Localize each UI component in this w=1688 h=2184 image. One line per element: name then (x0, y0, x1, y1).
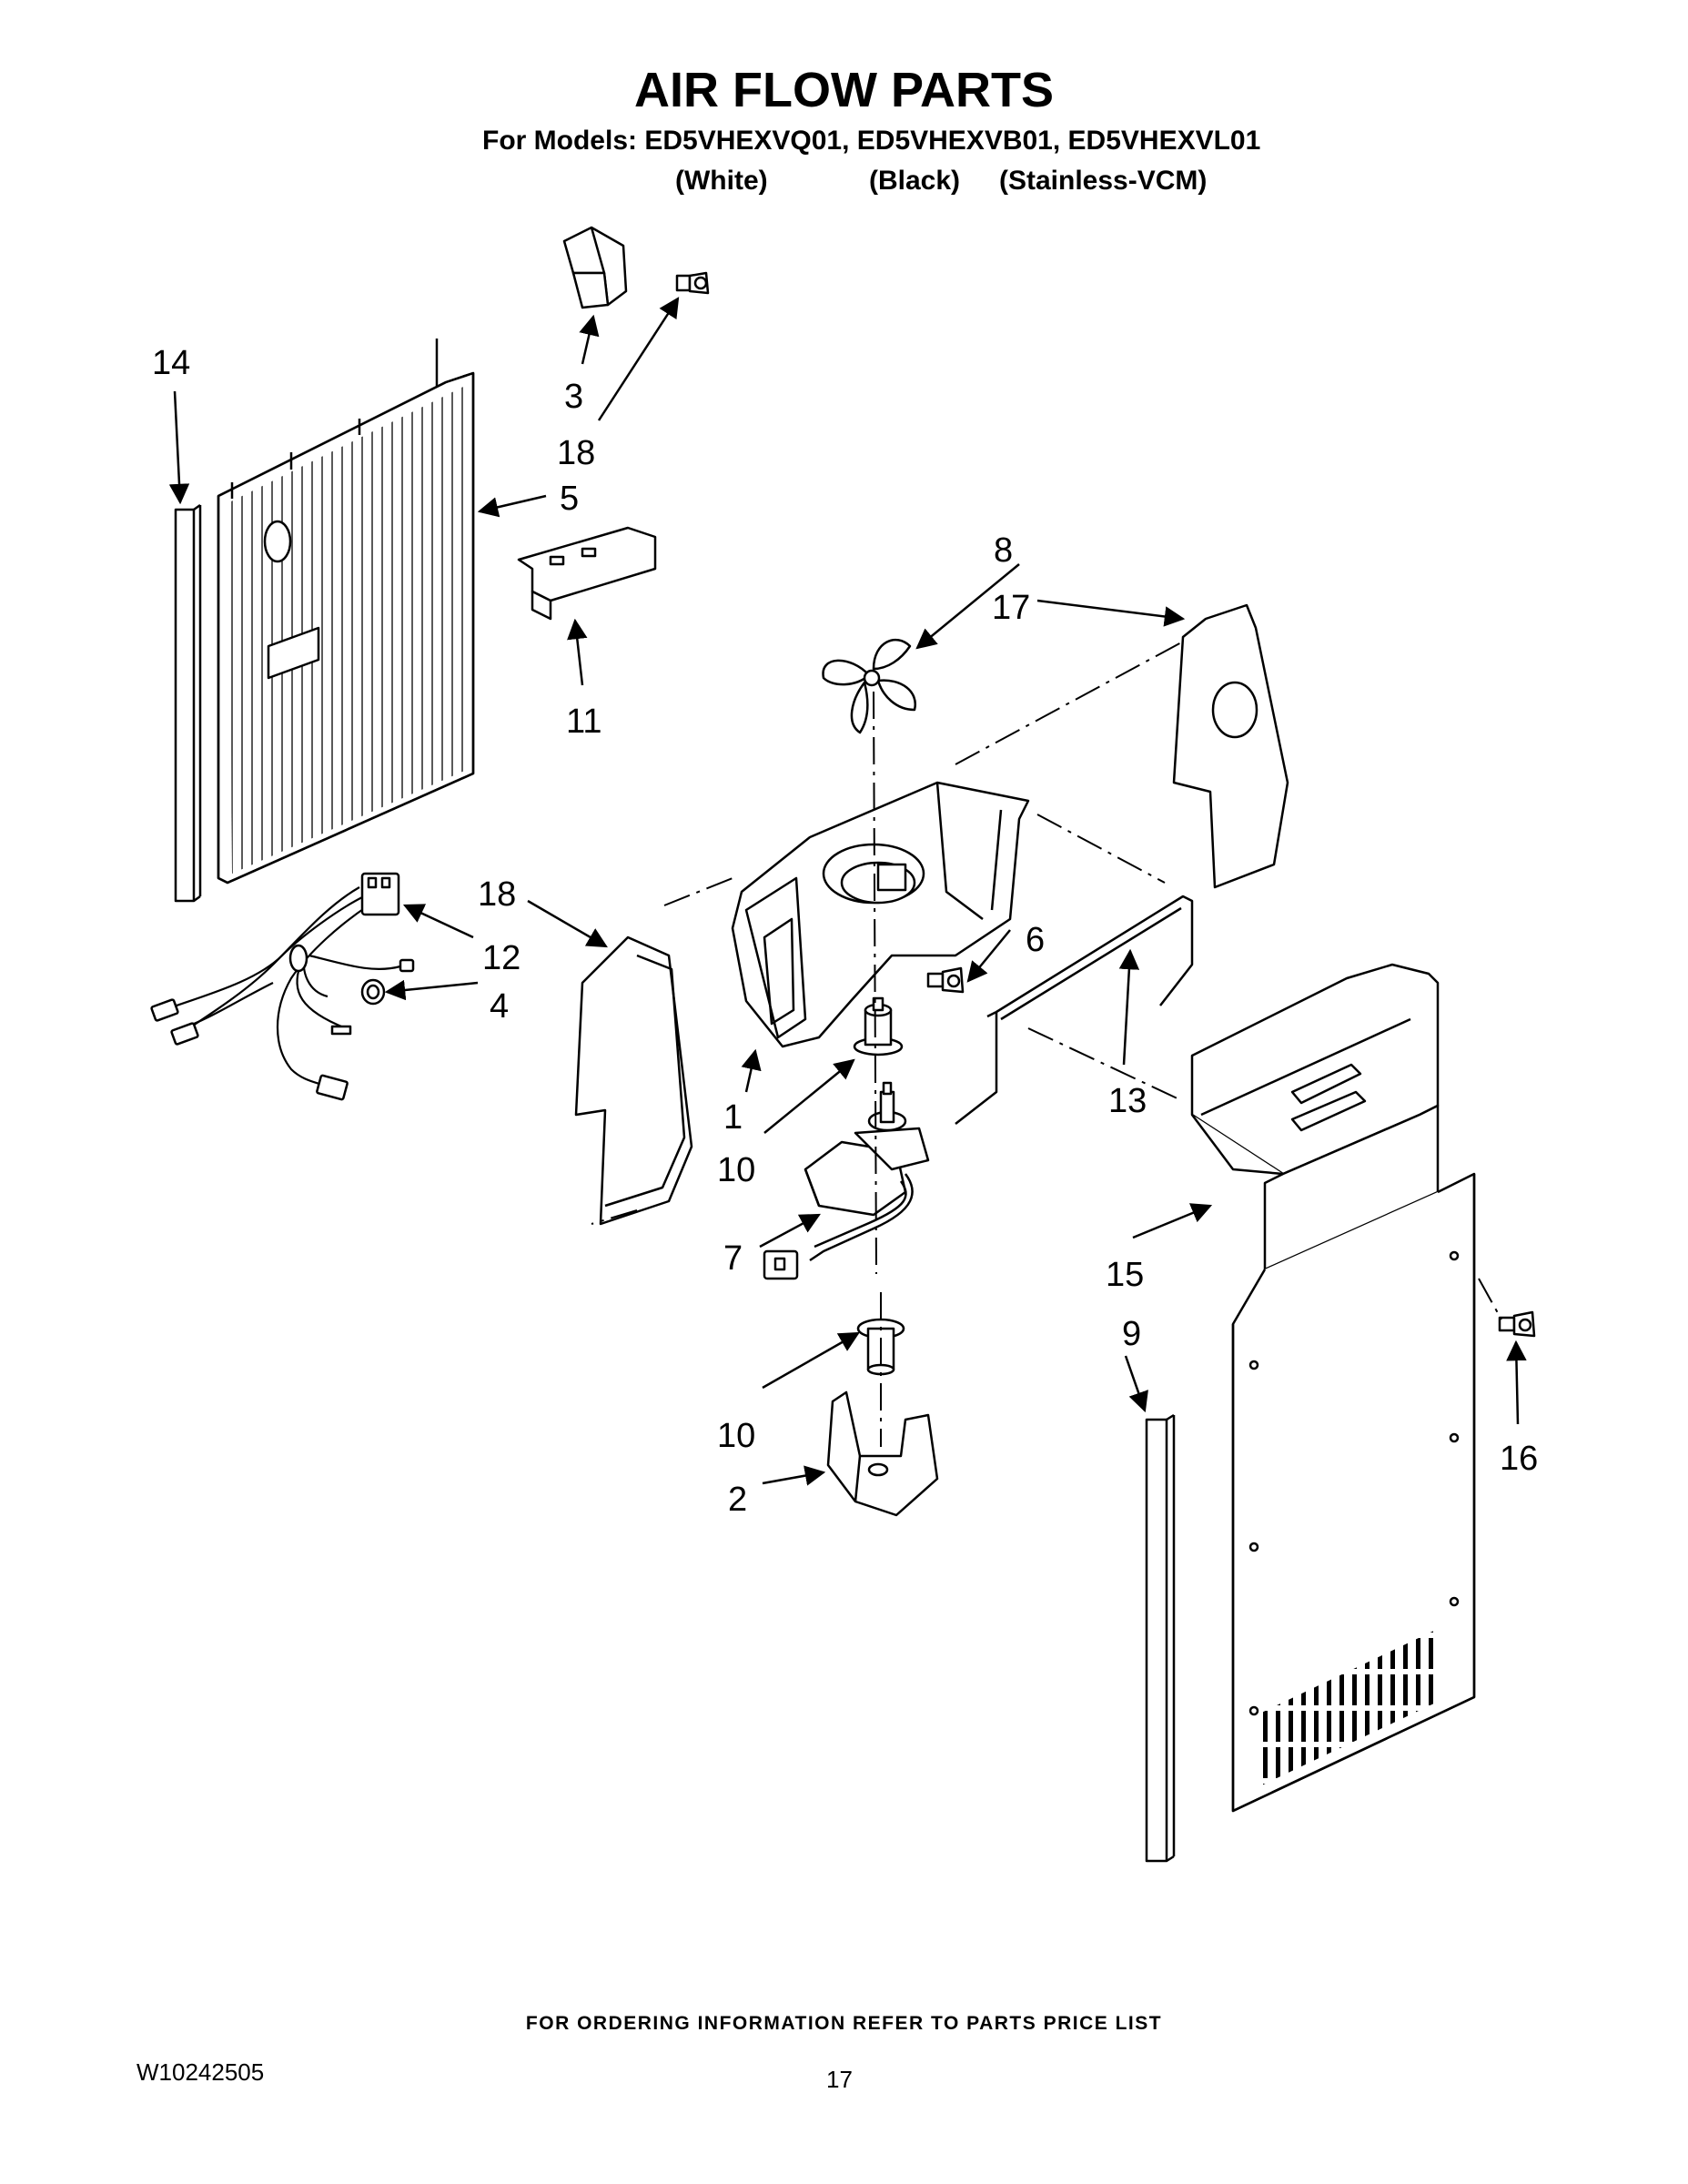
part-9-seal-strip (1145, 1413, 1176, 1863)
part-6-screw (926, 966, 965, 994)
part-3-bracket (562, 226, 628, 309)
part-5-evaporator-cover (217, 339, 475, 885)
callout-2: 2 (728, 1481, 747, 1519)
callout-1: 1 (723, 1098, 743, 1137)
callout-16: 16 (1500, 1440, 1538, 1478)
variant-black: (Black) (869, 166, 961, 196)
callout-14: 14 (152, 344, 190, 382)
callout-13: 13 (1108, 1082, 1147, 1120)
part-1-fan-housing (731, 781, 1030, 1048)
leader-arrows (168, 297, 1527, 1486)
callout-18-left: 18 (478, 875, 516, 914)
callout-4: 4 (490, 987, 509, 1026)
part-8-fan-blade (822, 638, 917, 734)
part-15-air-duct (1190, 963, 1476, 1813)
callout-10-lower: 10 (717, 1417, 755, 1455)
callout-18-top: 18 (557, 434, 595, 472)
callout-6: 6 (1026, 921, 1045, 959)
callout-10-upper: 10 (717, 1151, 755, 1189)
models-line: For Models: ED5VHEXVQ01, ED5VHEXVB01, ED… (482, 126, 1261, 156)
alignment-lines (591, 641, 1502, 1447)
variant-white: (White) (675, 166, 768, 196)
page-number: 17 (826, 2066, 853, 2093)
harness-connectors (150, 872, 415, 1101)
callout-11: 11 (566, 703, 601, 741)
callout-7: 7 (723, 1239, 743, 1278)
part-11-bracket (517, 526, 657, 621)
callout-17: 17 (992, 589, 1030, 627)
part-2-motor-bracket (826, 1390, 939, 1517)
callout-12: 12 (482, 939, 521, 977)
part-14-seal-strip (174, 503, 202, 903)
callout-8: 8 (994, 531, 1013, 570)
variant-stainless: (Stainless-VCM) (999, 166, 1208, 196)
part-16-screw (1498, 1310, 1536, 1338)
callout-labels: 14 5 3 18 11 18 12 4 8 17 6 13 1 10 7 15… (152, 344, 1538, 1519)
callout-9: 9 (1122, 1315, 1141, 1353)
part-17-right-seal (1172, 603, 1289, 889)
ordering-info-footer: FOR ORDERING INFORMATION REFER TO PARTS … (525, 2013, 1163, 2034)
callout-5: 5 (560, 480, 579, 518)
document-number: W10242505 (136, 2058, 265, 2086)
part-18-screw-top (675, 271, 710, 295)
callout-15: 15 (1106, 1256, 1144, 1294)
page-title: AIR FLOW PARTS (634, 63, 1054, 117)
part-13-wire-bracket (955, 895, 1194, 1125)
part-10-grommet-upper (853, 996, 904, 1057)
callout-3: 3 (564, 378, 583, 416)
part-7-fan-motor (763, 1081, 930, 1280)
part-18-left-seal (574, 935, 693, 1226)
